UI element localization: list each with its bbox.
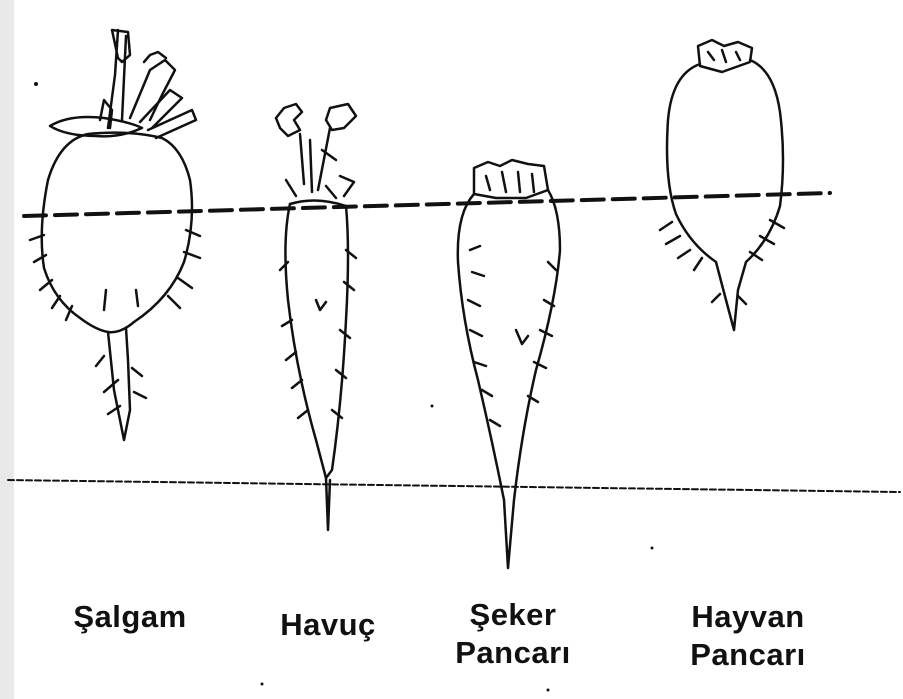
- label-salgam: Şalgam: [60, 598, 200, 636]
- havuc-taproot: [326, 478, 330, 530]
- label-hayvan-pancari-line2: Pancarı: [668, 636, 828, 674]
- label-hayvan-pancari: Hayvan Pancarı: [668, 598, 828, 674]
- seker-pancari-crown: [474, 160, 548, 198]
- label-hayvan-pancari-line1: Hayvan: [668, 598, 828, 636]
- salgam-root: [30, 30, 200, 440]
- salgam-taproot: [108, 328, 130, 440]
- label-salgam-line: Şalgam: [60, 598, 200, 636]
- label-seker-pancari: Şeker Pancarı: [438, 596, 588, 672]
- salgam-body: [42, 133, 192, 333]
- soil-surface-line: [24, 193, 830, 216]
- hayvan-pancari-root: [660, 40, 784, 330]
- havuc-root: [276, 104, 356, 530]
- seker-pancari-root: [458, 160, 560, 568]
- havuc-body: [285, 204, 348, 478]
- havuc-leaf-cluster-left: [276, 104, 302, 136]
- label-seker-pancari-line2: Pancarı: [438, 634, 588, 672]
- label-havuc: Havuç: [268, 606, 388, 644]
- soil-depth-line: [8, 480, 900, 492]
- havuc-leaf-cluster-right: [326, 104, 356, 130]
- seker-pancari-body: [458, 190, 560, 568]
- label-havuc-line: Havuç: [268, 606, 388, 644]
- label-seker-pancari-line1: Şeker: [438, 596, 588, 634]
